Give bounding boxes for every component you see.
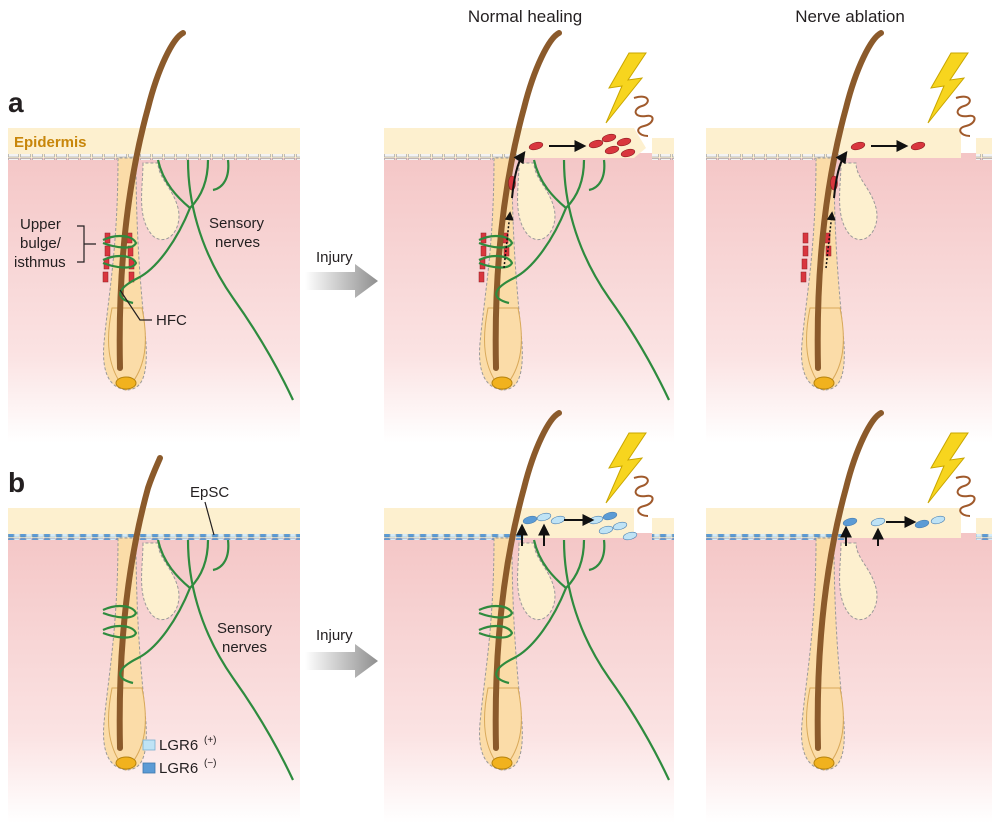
legend-swatch-positive	[143, 740, 155, 750]
legend-sup-positive: (+)	[204, 735, 217, 746]
sensory-nerves-label-b2: nerves	[222, 639, 267, 656]
hfc-label: HFC	[156, 312, 187, 329]
sensory-nerves-label-b1: Sensory	[217, 620, 273, 637]
panel-letter-a: a	[8, 87, 24, 118]
sensory-nerves-label-a2: nerves	[215, 234, 260, 251]
legend-swatch-negative	[143, 763, 155, 773]
lightning-bolt-icon	[928, 53, 968, 123]
injury-arrow-icon	[305, 644, 378, 678]
lightning-bolt-icon	[928, 433, 968, 503]
legend-sup-negative: (−)	[204, 758, 217, 769]
column-title-normal: Normal healing	[468, 7, 582, 26]
upper-bulge-label-2: bulge/	[20, 235, 62, 252]
injury-label-b: Injury	[316, 627, 353, 644]
epidermis-label: Epidermis	[14, 134, 87, 151]
coiled-nerve-icon	[634, 477, 653, 516]
lightning-bolt-icon	[606, 433, 646, 503]
injury-label-a: Injury	[316, 249, 353, 266]
upper-bulge-label-1: Upper	[20, 216, 61, 233]
lightning-bolt-icon	[606, 53, 646, 123]
legend-label-negative: LGR6	[159, 760, 198, 777]
panel-a-normal-healing	[384, 33, 674, 443]
epsc-label: EpSC	[190, 484, 229, 501]
legend-label-positive: LGR6	[159, 737, 198, 754]
panel-a-nerve-ablation	[706, 33, 992, 443]
coiled-nerve-icon	[634, 97, 653, 136]
panel-b-normal-healing	[384, 413, 674, 823]
panel-b-nerve-ablation	[706, 413, 992, 823]
panel-letter-b: b	[8, 467, 25, 498]
column-title-ablation: Nerve ablation	[795, 7, 905, 26]
sensory-nerves-label-a1: Sensory	[209, 215, 265, 232]
upper-bulge-label-3: isthmus	[14, 254, 66, 271]
injury-arrow-icon	[305, 264, 378, 298]
